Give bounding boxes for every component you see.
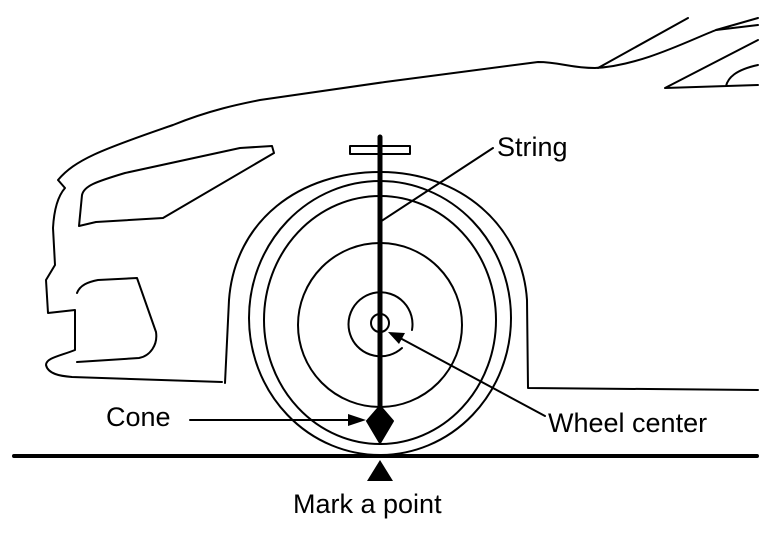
mark-point-triangle	[367, 460, 393, 481]
fog-lamp	[76, 277, 158, 363]
headlight	[78, 145, 275, 227]
wheel-center-label: Wheel center	[548, 408, 708, 438]
wheel-center-arrowhead	[388, 332, 405, 344]
windshield-line	[597, 17, 689, 69]
side-mirror	[664, 39, 759, 89]
string-leader	[379, 147, 494, 223]
cone-weight	[366, 405, 394, 444]
mark-point-label: Mark a point	[293, 489, 442, 519]
car-body-outline	[45, 24, 759, 383]
a-pillar-line	[715, 17, 759, 31]
cone-arrowhead	[348, 414, 366, 426]
cone-label: Cone	[106, 402, 171, 432]
hub	[347, 291, 414, 358]
wheel-center-leader	[399, 337, 546, 417]
string-label: String	[497, 132, 568, 162]
